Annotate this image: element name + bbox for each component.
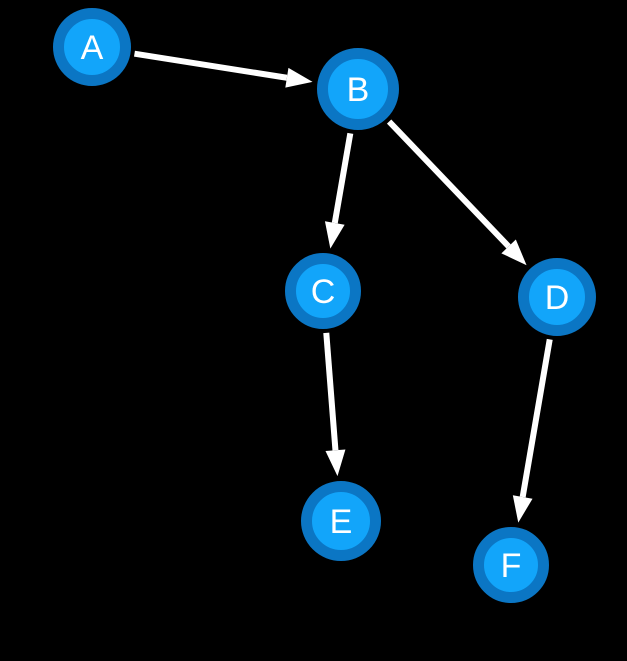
edge-shaft (134, 50, 288, 81)
node-label-f: F (501, 547, 522, 585)
node-label-b: B (347, 71, 370, 109)
node-circle (301, 481, 381, 561)
node-circle (285, 253, 361, 329)
edge-shaft (323, 332, 339, 451)
edge-b-to-c[interactable] (324, 132, 354, 249)
arrowhead-icon (285, 67, 313, 88)
edge-shaft (519, 338, 553, 498)
node-label-d: D (545, 279, 570, 317)
node-a[interactable]: A (53, 8, 131, 86)
nodes-layer: A B C D E F (53, 8, 596, 603)
node-label-e: E (330, 503, 353, 541)
node-circle (518, 258, 596, 336)
node-f[interactable]: F (473, 527, 549, 603)
arrowhead-icon (324, 221, 345, 249)
node-b[interactable]: B (317, 48, 399, 130)
arrowhead-icon (512, 495, 533, 523)
edge-c-to-e[interactable] (323, 332, 346, 477)
edge-b-to-d[interactable] (386, 119, 527, 266)
node-circle (317, 48, 399, 130)
node-label-a: A (81, 29, 104, 67)
edge-shaft (331, 132, 354, 224)
edge-a-to-b[interactable] (134, 50, 313, 88)
node-d[interactable]: D (518, 258, 596, 336)
node-circle (53, 8, 131, 86)
edges-layer (134, 50, 553, 523)
edge-shaft (386, 119, 511, 249)
node-label-c: C (311, 273, 336, 311)
arrowhead-icon (501, 239, 527, 266)
node-circle (473, 527, 549, 603)
edge-d-to-f[interactable] (512, 338, 553, 523)
arrowhead-icon (325, 449, 346, 477)
node-e[interactable]: E (301, 481, 381, 561)
node-c[interactable]: C (285, 253, 361, 329)
